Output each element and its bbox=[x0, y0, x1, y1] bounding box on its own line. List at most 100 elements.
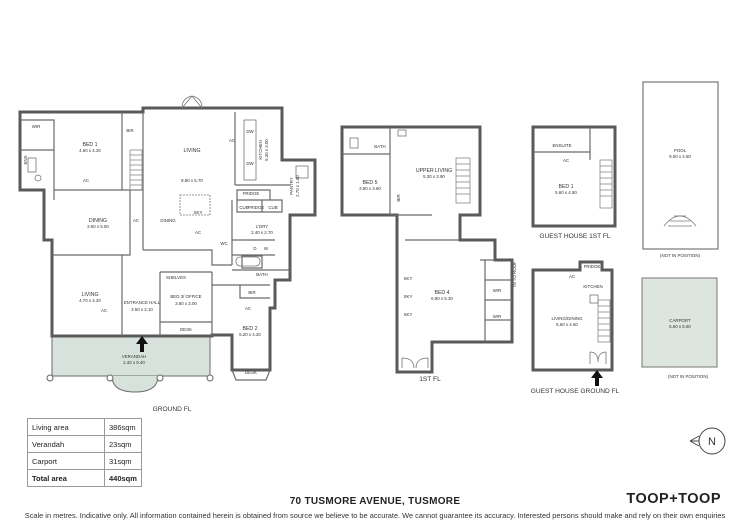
bed1-dim: 4.60 x 4.20 bbox=[79, 148, 101, 153]
wir-label: WIR bbox=[493, 288, 502, 293]
laundry-label: L'DRY bbox=[256, 224, 269, 229]
property-address: 70 TUSMORE AVENUE, TUSMORE bbox=[289, 496, 461, 507]
table-row: Verandah 23sqm bbox=[27, 435, 142, 453]
sky-label: SKY bbox=[404, 276, 413, 281]
pool-plan: POOL 9.00 x 4.60 (NOT IN POSITION) bbox=[642, 81, 719, 258]
laundry-dim: 2.40 x 2.70 bbox=[251, 230, 273, 235]
guest-bed1-label: BED 1 bbox=[559, 184, 574, 190]
pool-label: POOL bbox=[674, 148, 687, 153]
guest-ground-caption: GUEST HOUSE GROUND FL bbox=[531, 388, 620, 395]
bed1-label: BED 1 bbox=[83, 142, 98, 148]
shelves-label: SHELVES bbox=[166, 275, 186, 280]
sky-label: SKY bbox=[404, 312, 413, 317]
dryer-label: D bbox=[253, 246, 256, 251]
bed2-dim: 5.20 x 4.20 bbox=[239, 332, 261, 337]
bed4-dim: 6.90 x 5.30 bbox=[431, 296, 453, 301]
kitchen-label: KITCHEN bbox=[258, 140, 263, 159]
verandah-bay bbox=[111, 375, 159, 393]
area-summary-table: Living area 386sqm Verandah 23sqm Carpor… bbox=[27, 418, 142, 487]
first-floor-stairs bbox=[455, 157, 471, 204]
upper-living-dim: 5.30 x 3.90 bbox=[423, 174, 445, 179]
dining-dim: 3.50 x 5.50 bbox=[87, 224, 109, 229]
sky-label: SKY bbox=[194, 210, 203, 215]
guest-upper-caption: GUEST HOUSE 1ST FL bbox=[539, 233, 611, 240]
bed5-label: BED 5 bbox=[363, 180, 378, 186]
bed2-label: BED 2 bbox=[243, 326, 258, 332]
agency-logo: TOOP+TOOP bbox=[626, 491, 721, 507]
verandah-area bbox=[51, 335, 211, 377]
washer-label: W bbox=[264, 246, 269, 251]
carport-label: CARPORT bbox=[669, 318, 691, 323]
bir2-label: BIR bbox=[248, 290, 255, 295]
bath-label: BATH bbox=[374, 144, 385, 149]
bed5-dim: 3.90 x 3.60 bbox=[359, 186, 381, 191]
guest-bed1-dim: 5.60 x 4.60 bbox=[555, 190, 577, 195]
guest-ground-plan: FRIDGE AC KITCHEN LIVING/DINING 5.60 x 4… bbox=[531, 260, 620, 395]
area-label: Carport bbox=[27, 452, 105, 470]
area-value: 31sqm bbox=[104, 452, 142, 470]
desk-label: DESK bbox=[180, 327, 192, 332]
area-value: 440sqm bbox=[104, 469, 142, 487]
carport-note: (NOT IN POSITION) bbox=[668, 374, 708, 379]
guest-living-label: LIVING/DINING bbox=[552, 316, 584, 321]
wir-label: WIR bbox=[493, 314, 502, 319]
living-main-dim: 8.80 x 5.70 bbox=[181, 178, 203, 183]
compass-label: N bbox=[708, 436, 716, 448]
wc-label: WC bbox=[220, 241, 227, 246]
living2-dim: 4.70 x 4.20 bbox=[79, 298, 101, 303]
table-row-total: Total area 440sqm bbox=[27, 469, 142, 487]
ensuite-label: ENSUITE bbox=[552, 143, 571, 148]
guest-ground-stairs bbox=[597, 299, 611, 343]
dining-label: DINING bbox=[89, 218, 107, 224]
disclaimer-text: Scale in metres. Indicative only. All in… bbox=[24, 511, 726, 520]
ac-label: AC bbox=[195, 230, 201, 235]
first-floor-plan: BATH BED 5 3.90 x 3.60 UPPER LIVING 5.30… bbox=[340, 125, 517, 383]
cub-label: CUB bbox=[268, 205, 277, 210]
pantry-dim: 2.70 x 1.60 bbox=[295, 175, 300, 197]
entrance-arrow bbox=[136, 336, 148, 352]
bir-label: BIR bbox=[396, 194, 401, 201]
verandah-dim: 2.40 x 9.40 bbox=[123, 360, 145, 365]
guest-upper-stairs bbox=[599, 159, 613, 209]
kitchen-dim: 5.30 x 3.00 bbox=[264, 139, 269, 161]
table-row: Living area 386sqm bbox=[27, 418, 142, 436]
living2-label: LIVING bbox=[81, 292, 98, 298]
area-value: 386sqm bbox=[104, 418, 142, 436]
dining-main-label: DINING bbox=[160, 218, 176, 223]
guest-entrance-arrow bbox=[591, 370, 603, 386]
dishwasher-label: DW bbox=[246, 161, 254, 166]
wir-label: WIR bbox=[32, 124, 41, 129]
living-main-label: LIVING bbox=[183, 148, 200, 154]
guest-living-dim: 5.60 x 4.60 bbox=[556, 322, 578, 327]
ac-label: AC bbox=[83, 178, 89, 183]
bir1-label: BIR bbox=[126, 128, 133, 133]
area-label: Verandah bbox=[27, 435, 105, 453]
roof-access-label: IN TO ROOF bbox=[512, 261, 517, 287]
ground-stairs bbox=[129, 149, 143, 191]
pantry-label: PANTRY bbox=[289, 177, 294, 194]
north-compass-icon: N bbox=[689, 427, 726, 455]
kitchen-label: KITCHEN bbox=[583, 284, 602, 289]
ac-label: AC bbox=[563, 158, 569, 163]
cub-label: CUB bbox=[239, 205, 248, 210]
fridge-label: FRIDGE bbox=[248, 205, 265, 210]
pool-note: (NOT IN POSITION) bbox=[660, 253, 700, 258]
first-floor-caption: 1ST FL bbox=[419, 376, 441, 383]
sky-label: SKY bbox=[404, 294, 413, 299]
ens-label: ENS bbox=[23, 155, 28, 164]
verandah-label: VERANDAH bbox=[122, 354, 146, 359]
carport-plan: CARPORT 5.60 x 5.60 (NOT IN POSITION) bbox=[641, 277, 718, 379]
carport-dim: 5.60 x 5.60 bbox=[669, 324, 691, 329]
ac-label: AC bbox=[569, 274, 575, 279]
hall-dim: 3.50 x 2.10 bbox=[131, 307, 153, 312]
hall-label: ENTRANCE HALL bbox=[124, 300, 161, 305]
area-value: 23sqm bbox=[104, 435, 142, 453]
area-label: Living area bbox=[27, 418, 105, 436]
desk2-label: DESK bbox=[245, 370, 257, 375]
dishwasher-label: DW bbox=[246, 129, 254, 134]
ac-label: AC bbox=[229, 138, 235, 143]
ground-floor-caption: GROUND FL bbox=[153, 406, 192, 413]
area-label: Total area bbox=[27, 469, 105, 487]
bed4-label: BED 4 bbox=[435, 290, 450, 296]
